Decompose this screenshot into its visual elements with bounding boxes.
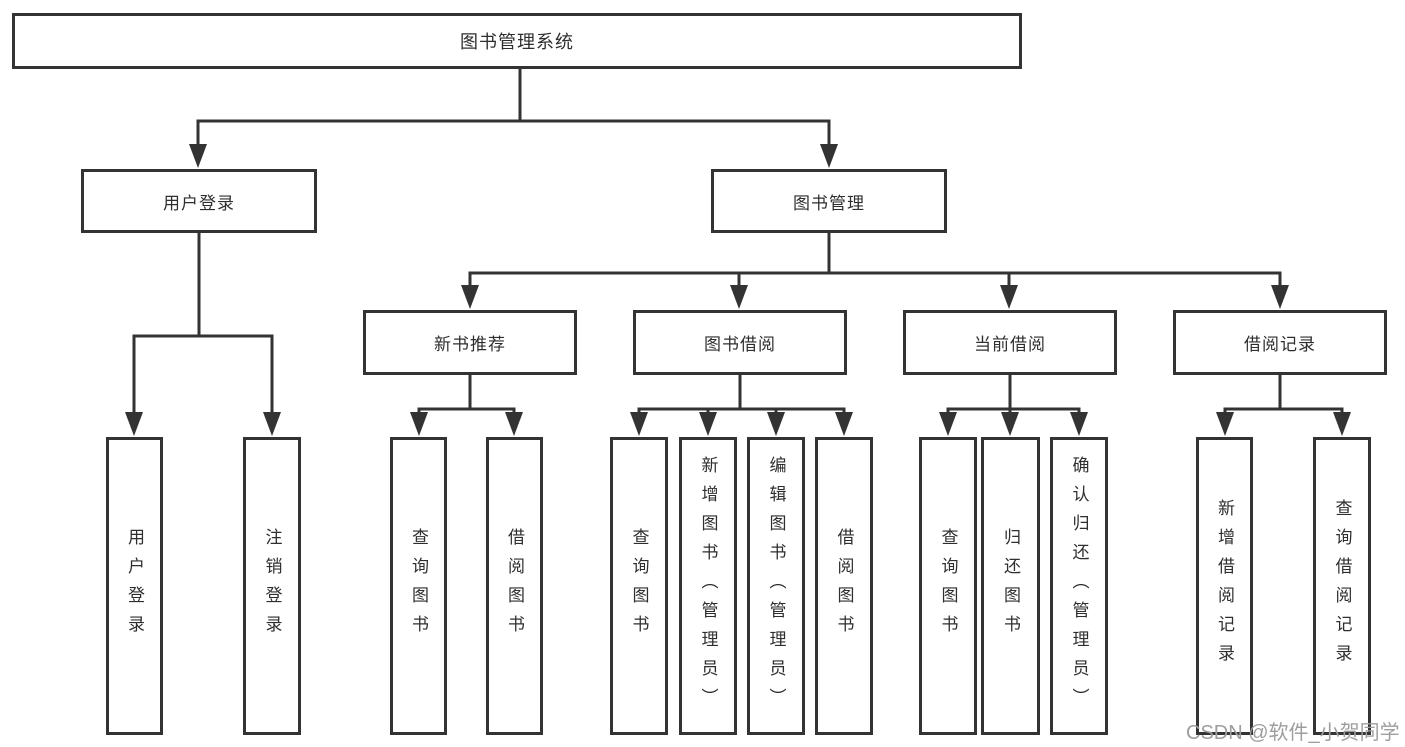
- leaf-add-book-admin-label: 新增图书（管理员）: [698, 455, 718, 717]
- leaf-return-books-label: 归还图书: [1001, 528, 1020, 644]
- leaf-borrow-books-recommend: 借阅图书: [486, 437, 543, 735]
- leaf-return-books: 归还图书: [981, 437, 1040, 735]
- node-book-management: 图书管理: [711, 169, 947, 233]
- leaf-add-borrow-record-label: 新增借阅记录: [1215, 499, 1234, 673]
- node-book-borrow: 图书借阅: [633, 310, 847, 375]
- leaf-query-books-current: 查询图书: [919, 437, 977, 735]
- leaf-edit-book-admin: 编辑图书（管理员）: [747, 437, 805, 735]
- leaf-query-borrow-record-label: 查询借阅记录: [1332, 499, 1352, 673]
- arrowhead-icons: [125, 144, 1351, 436]
- leaf-confirm-return-admin: 确认归还（管理员）: [1050, 437, 1108, 735]
- node-root-label: 图书管理系统: [460, 32, 574, 52]
- node-book-management-label: 图书管理: [793, 193, 865, 213]
- node-book-borrow-label: 图书借阅: [704, 335, 776, 354]
- node-user-login: 用户登录: [81, 169, 317, 233]
- node-current-borrow-label: 当前借阅: [974, 335, 1046, 354]
- node-current-borrow: 当前借阅: [903, 310, 1117, 375]
- leaf-user-login-label: 用户登录: [125, 528, 144, 644]
- leaf-borrow-books-recommend-label: 借阅图书: [505, 528, 524, 644]
- leaf-user-login: 用户登录: [106, 437, 163, 735]
- node-borrow-records: 借阅记录: [1173, 310, 1387, 375]
- node-user-login-label: 用户登录: [163, 193, 235, 213]
- leaf-query-books-borrow-label: 查询图书: [629, 528, 649, 644]
- leaf-query-books-borrow: 查询图书: [610, 437, 668, 735]
- leaf-query-books-recommend: 查询图书: [390, 437, 447, 735]
- leaf-confirm-return-admin-label: 确认归还（管理员）: [1069, 455, 1089, 717]
- leaf-borrow-books-2: 借阅图书: [815, 437, 873, 735]
- leaf-logout-label: 注销登录: [262, 528, 282, 644]
- node-new-book-recommend: 新书推荐: [363, 310, 577, 375]
- node-new-book-recommend-label: 新书推荐: [434, 335, 506, 354]
- leaf-borrow-books-2-label: 借阅图书: [834, 528, 854, 644]
- leaf-edit-book-admin-label: 编辑图书（管理员）: [766, 455, 786, 717]
- leaf-logout: 注销登录: [243, 437, 301, 735]
- leaf-query-borrow-record: 查询借阅记录: [1313, 437, 1371, 735]
- leaf-query-books-recommend-label: 查询图书: [409, 528, 428, 644]
- node-root: 图书管理系统: [12, 13, 1022, 69]
- leaf-query-books-current-label: 查询图书: [938, 528, 958, 644]
- node-borrow-records-label: 借阅记录: [1244, 335, 1316, 354]
- leaf-add-book-admin: 新增图书（管理员）: [679, 437, 737, 735]
- leaf-add-borrow-record: 新增借阅记录: [1196, 437, 1253, 735]
- csdn-watermark: CSDN @软件_小贺同学: [1186, 722, 1400, 744]
